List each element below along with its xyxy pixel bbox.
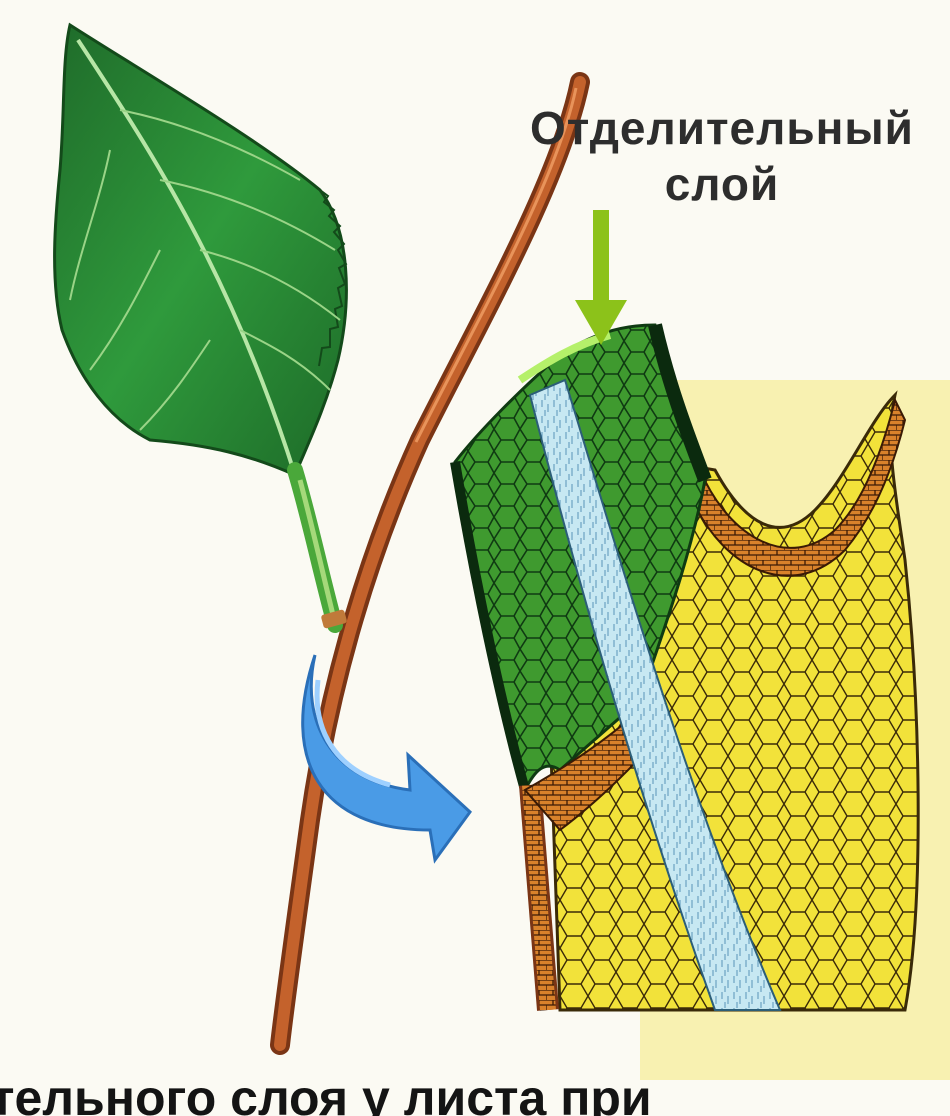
leaf-icon bbox=[55, 25, 348, 629]
down-arrow-icon bbox=[575, 210, 627, 345]
separating-layer-label: Отделительный слой bbox=[502, 100, 942, 212]
figure-caption: тельного слоя у листа при bbox=[0, 1066, 950, 1116]
